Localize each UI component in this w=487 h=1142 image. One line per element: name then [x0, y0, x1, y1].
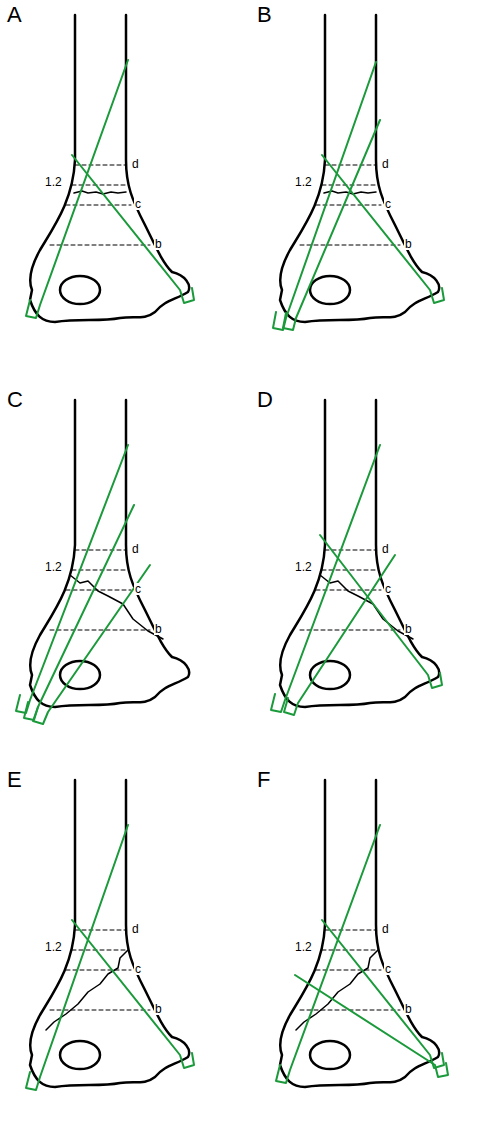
- level-label: d: [131, 543, 140, 555]
- level-label: d: [131, 923, 140, 935]
- level-label: c: [134, 963, 142, 975]
- level-label: d: [381, 923, 390, 935]
- level-label: b: [154, 1003, 163, 1015]
- level-label: 1.2: [44, 561, 63, 573]
- level-label: 1.2: [294, 941, 313, 953]
- level-label: b: [404, 1003, 413, 1015]
- panel-letter: B: [256, 4, 273, 26]
- level-label: c: [134, 198, 142, 210]
- level-label: 1.2: [294, 561, 313, 573]
- panel-letter: A: [6, 4, 23, 26]
- panel-letter: E: [6, 769, 23, 791]
- level-label: d: [131, 158, 140, 170]
- level-label: b: [154, 623, 163, 635]
- level-label: b: [404, 623, 413, 635]
- level-label: c: [384, 963, 392, 975]
- level-label: c: [384, 198, 392, 210]
- level-label: b: [404, 238, 413, 250]
- level-label: d: [381, 158, 390, 170]
- panel-letter: C: [6, 389, 24, 411]
- level-label: 1.2: [44, 176, 63, 188]
- panel-letter: D: [256, 389, 274, 411]
- level-label: b: [154, 238, 163, 250]
- panel-letter: F: [256, 769, 271, 791]
- level-label: 1.2: [44, 941, 63, 953]
- level-label: c: [384, 583, 392, 595]
- level-label: 1.2: [294, 176, 313, 188]
- level-label: c: [134, 583, 142, 595]
- level-label: d: [381, 543, 390, 555]
